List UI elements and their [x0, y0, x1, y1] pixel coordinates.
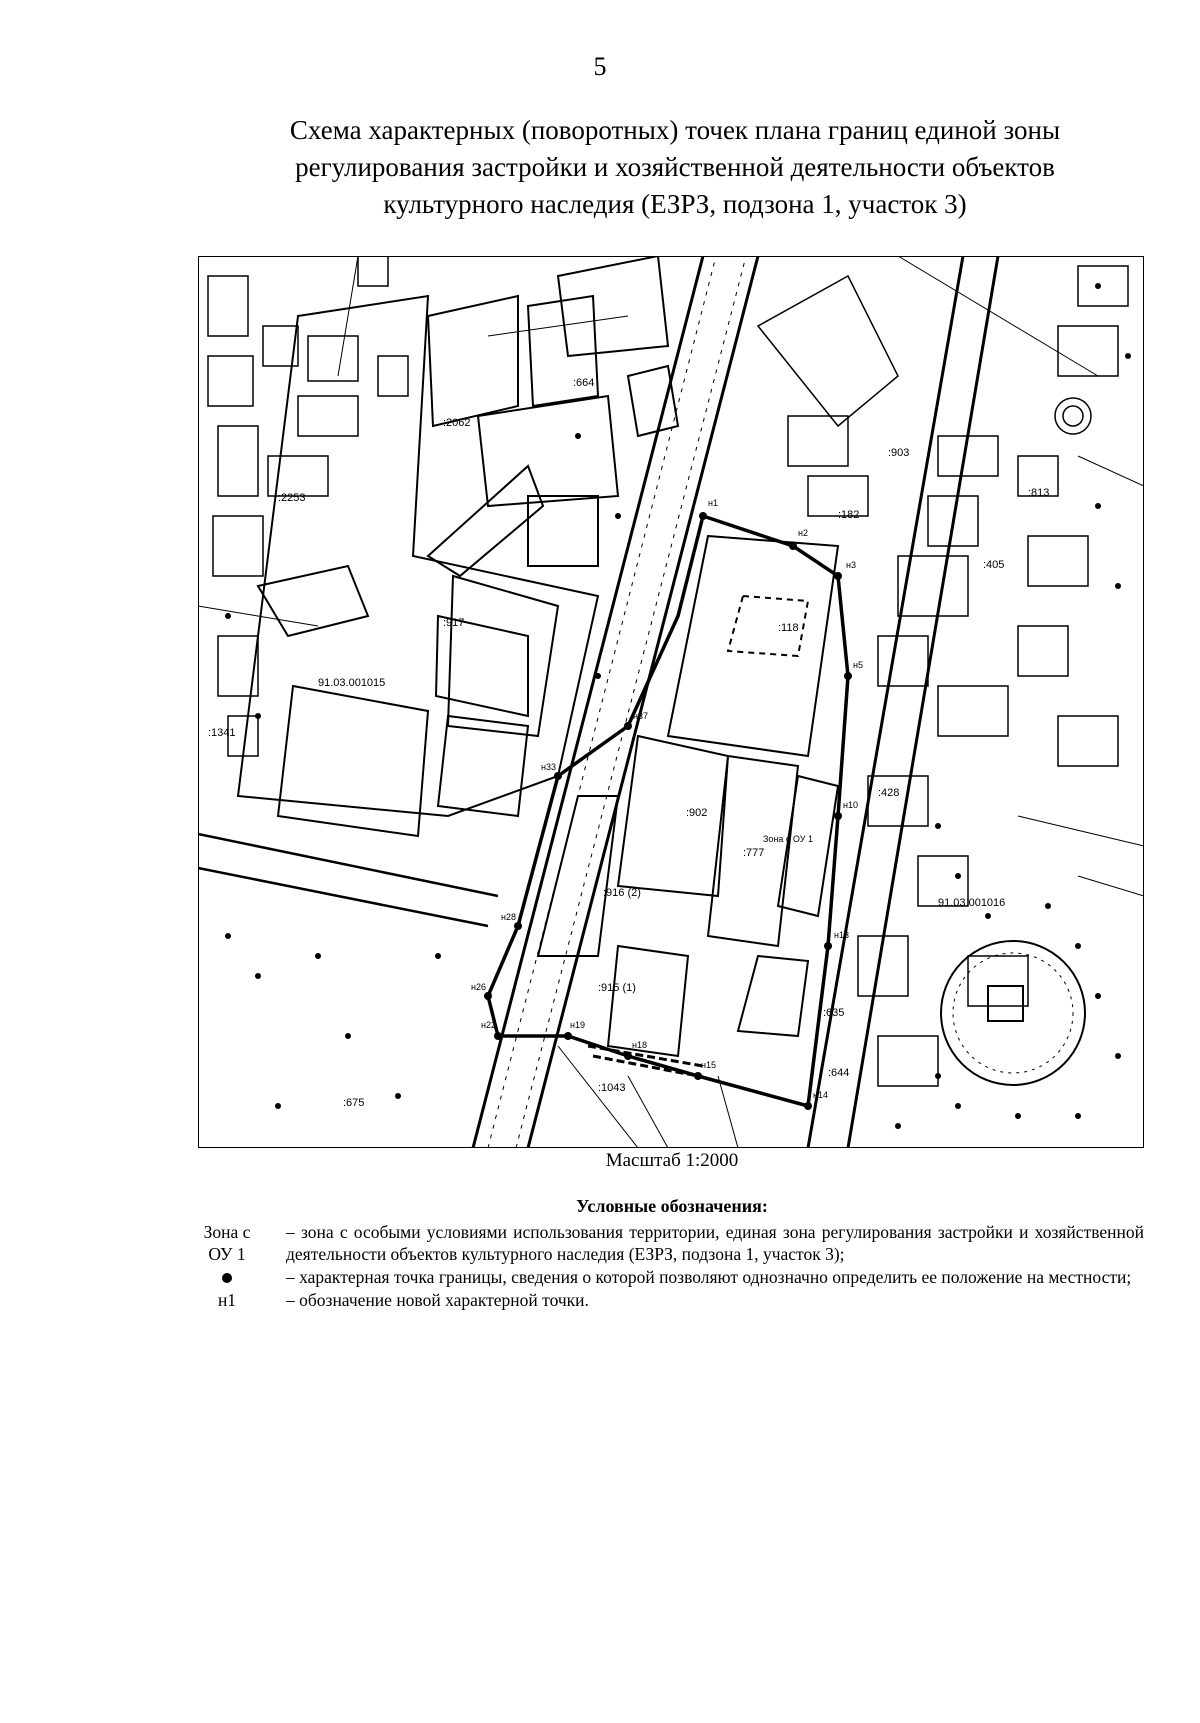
legend-symbol-point: [196, 1266, 258, 1288]
point-label-n5: н5: [853, 660, 863, 670]
label-917: :917: [443, 617, 464, 629]
map-drawing: 91.03.001015 91.03.001016 :917 :118 :777…: [198, 256, 1144, 1148]
point-label-n33: н33: [541, 762, 556, 772]
label-916: :916 (2): [603, 887, 641, 899]
label-1341: :1341: [208, 727, 236, 739]
label-813: :813: [1028, 487, 1049, 499]
point-label-n37: н37: [633, 711, 648, 721]
point-label-n15: н15: [701, 1060, 716, 1070]
point-label-n14: н14: [813, 1090, 828, 1100]
label-664: :664: [573, 377, 594, 389]
label-405: :405: [983, 559, 1004, 571]
point-label-n22: н22: [481, 1020, 496, 1030]
legend-text-point: – характерная точка границы, сведения о …: [286, 1267, 1132, 1287]
far-right-buildings: [756, 265, 1129, 1087]
legend-title: Условные обозначения:: [576, 1196, 768, 1216]
label-428: :428: [878, 787, 899, 799]
hatched-strip: [587, 1044, 704, 1078]
label-cadastral-1015: 91.03.001015: [318, 677, 385, 689]
label-1043: :1043: [598, 1082, 626, 1094]
roundabout: [940, 397, 1092, 1086]
tree-dots: [225, 283, 1131, 1129]
label-635: :635: [823, 1007, 844, 1019]
label-902: :902: [686, 807, 707, 819]
legend: Зона с ОУ 1 – зона с особыми условиями и…: [196, 1221, 1144, 1312]
scale-label: Масштаб 1:2000: [605, 1150, 739, 1171]
boundary-points: [484, 512, 852, 1110]
label-zone: Зона с ОУ 1: [763, 834, 813, 844]
point-label-n3: н3: [846, 560, 856, 570]
misc-lines: [198, 256, 1144, 1148]
legend-symbol-new-point: н1: [217, 1290, 237, 1310]
left-block: [236, 294, 600, 838]
label-777: :777: [743, 847, 764, 859]
lower-road: [198, 832, 499, 928]
label-675: :675: [343, 1097, 364, 1109]
point-dot-icon: [222, 1273, 232, 1283]
legend-symbol-zone: Зона с ОУ 1: [203, 1222, 251, 1264]
legend-row-new-point: н1 – обозначение новой характерной точки…: [196, 1289, 1144, 1311]
right-street: [806, 256, 1000, 1148]
central-buildings: [426, 256, 680, 738]
right-block: [536, 534, 840, 1058]
legend-row-point: – характерная точка границы, сведения о …: [196, 1266, 1144, 1288]
title-line-2: регулирования застройки и хозяйственной …: [295, 152, 1055, 182]
point-label-n19: н19: [570, 1020, 585, 1030]
point-label-n18: н18: [632, 1040, 647, 1050]
main-road: [471, 256, 760, 1148]
label-118: :118: [778, 622, 799, 634]
label-2062: :2062: [443, 417, 471, 429]
title-line-1: Схема характерных (поворотных) точек пла…: [289, 115, 1061, 145]
document-title: Схема характерных (поворотных) точек пла…: [200, 112, 1150, 223]
label-cadastral-1016: 91.03.001016: [938, 897, 1005, 909]
label-2253: :2253: [278, 492, 306, 504]
point-label-n1: н1: [708, 498, 718, 508]
legend-row-zone: Зона с ОУ 1 – зона с особыми условиями и…: [196, 1221, 1144, 1265]
label-903: :903: [888, 447, 909, 459]
map-frame: [198, 256, 1144, 1148]
point-label-n10: н10: [843, 800, 858, 810]
point-label-n13: н13: [834, 930, 849, 940]
upper-left-buildings: [207, 256, 409, 757]
label-644: :644: [828, 1067, 849, 1079]
point-label-n2: н2: [798, 528, 808, 538]
point-label-n26: н26: [471, 982, 486, 992]
label-915: :915 (1): [598, 982, 636, 994]
label-182: :182: [838, 509, 859, 521]
page-number: 5: [593, 52, 607, 81]
legend-text-zone: – зона с особыми условиями использования…: [286, 1222, 1144, 1264]
point-label-n28: н28: [501, 912, 516, 922]
title-line-3: культурного наследия (ЕЗРЗ, подзона 1, у…: [383, 189, 967, 219]
cadastral-map: 91.03.001015 91.03.001016 :917 :118 :777…: [198, 256, 1144, 1148]
legend-text-new-point: – обозначение новой характерной точки.: [286, 1290, 589, 1310]
